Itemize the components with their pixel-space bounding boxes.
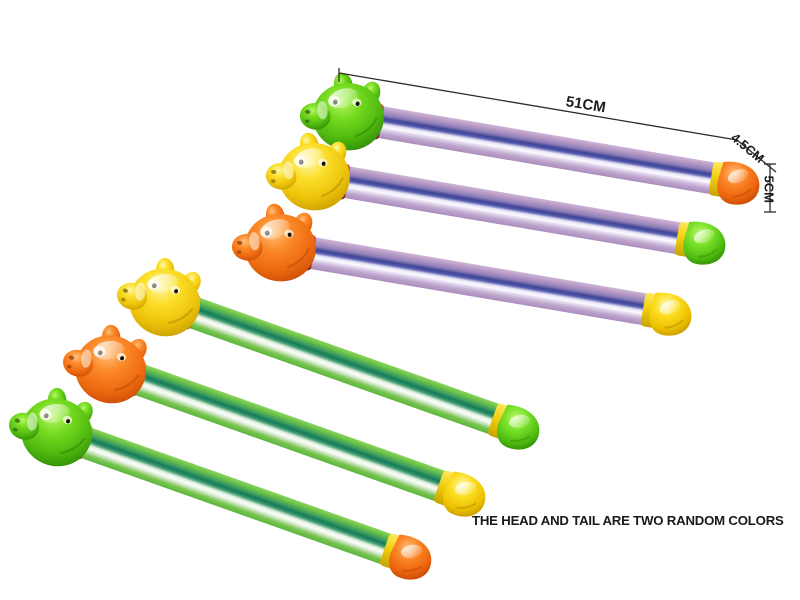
nozzle-tail-orange-1 xyxy=(717,161,760,205)
product-item-4 xyxy=(117,257,540,450)
pig-head-yellow-4 xyxy=(117,257,201,337)
product-item-1 xyxy=(299,72,760,205)
dimension-annotations xyxy=(338,68,777,213)
product-caption: THE HEAD AND TAIL ARE TWO RANDOM COLORS xyxy=(472,513,784,528)
product-item-3 xyxy=(231,203,692,336)
pig-head-green-1 xyxy=(299,72,384,151)
nozzle-tail-yellow-5 xyxy=(443,471,486,517)
pig-head-green-6 xyxy=(9,387,93,467)
dim-line-length xyxy=(338,72,738,141)
nozzle-tail-yellow-3 xyxy=(649,292,692,336)
product-item-2 xyxy=(265,132,726,265)
tube-purple-3 xyxy=(303,236,654,327)
tube-purple-1 xyxy=(371,105,722,196)
tube-purple-2 xyxy=(337,165,688,256)
product-item-5 xyxy=(63,324,486,517)
nozzle-tail-green-4 xyxy=(497,404,540,450)
product-item-6 xyxy=(9,387,432,580)
nozzle-tail-orange-6 xyxy=(389,534,432,580)
tube-green-6 xyxy=(75,425,398,567)
pig-head-yellow-2 xyxy=(265,132,350,211)
tube-green-5 xyxy=(129,362,452,504)
pig-head-orange-5 xyxy=(63,324,147,404)
pig-head-orange-3 xyxy=(231,203,316,282)
dimension-label-height: 5CM xyxy=(761,175,777,203)
nozzle-tail-green-2 xyxy=(683,221,726,265)
tube-green-4 xyxy=(183,295,506,437)
